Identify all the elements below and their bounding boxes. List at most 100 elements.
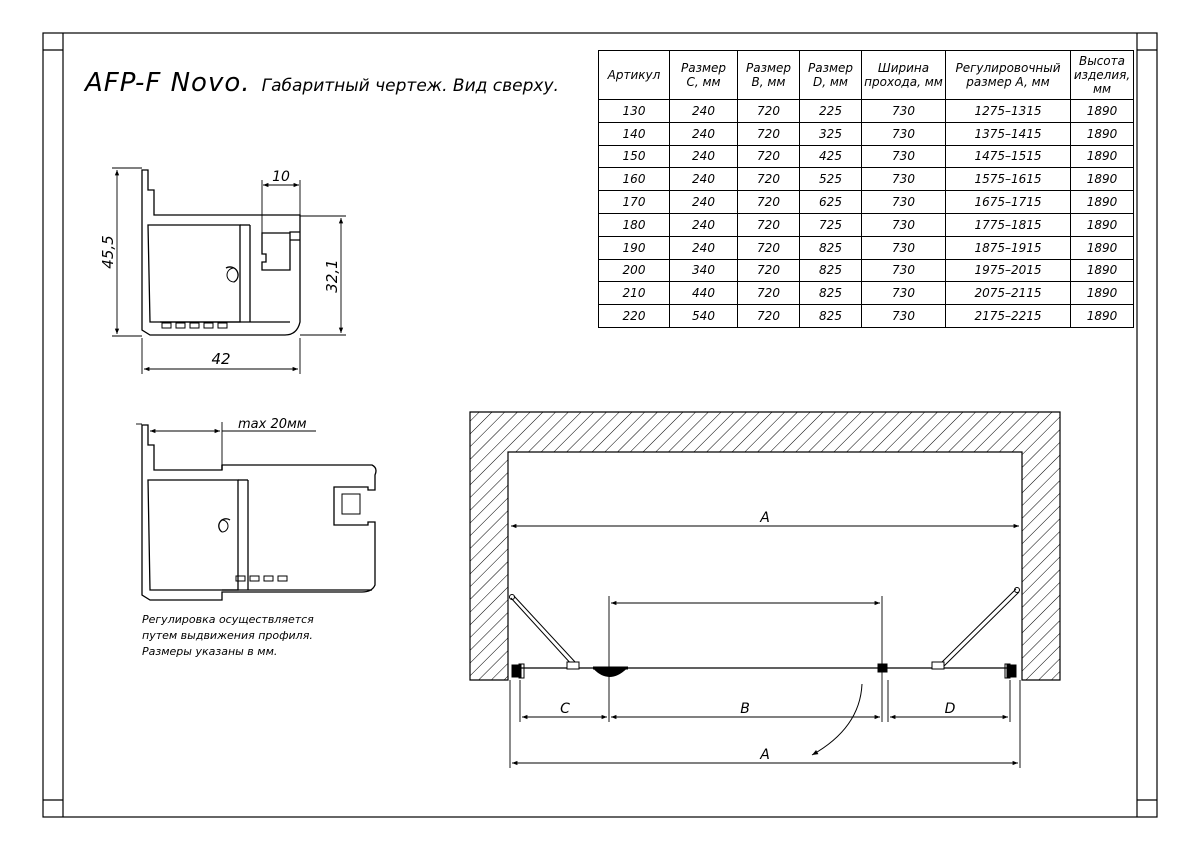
header-line: Ширина xyxy=(877,61,930,75)
table-cell: 625 xyxy=(799,190,862,214)
table-cell: 1890 xyxy=(1070,212,1134,237)
table-cell: 240 xyxy=(669,167,738,192)
plan-label-b: B xyxy=(740,701,750,717)
table-cell: 180 xyxy=(598,212,670,237)
table-cell: 825 xyxy=(799,281,862,306)
table-cell: 225 xyxy=(799,99,862,123)
header-line: мм xyxy=(1092,82,1112,96)
table-cell: 150 xyxy=(598,144,670,169)
header-line: Размер xyxy=(807,61,854,75)
drawing-frame xyxy=(42,32,1158,818)
profile-section-extended xyxy=(141,424,377,601)
header-line: Размер xyxy=(745,61,792,75)
table-cell: 1575–1615 xyxy=(945,167,1071,192)
header-line: Регулировочный xyxy=(955,61,1061,75)
dim-label-height: 45,5 xyxy=(99,235,117,268)
table-cell: 720 xyxy=(737,144,800,169)
table-cell: 1875–1915 xyxy=(945,235,1071,260)
plan-dimensions xyxy=(509,523,1021,768)
table-cell: 440 xyxy=(669,281,738,306)
table-cell: 730 xyxy=(861,144,946,169)
note-line: Размеры указаны в мм. xyxy=(142,645,278,658)
dim-label-max-extension: max 20мм xyxy=(238,417,307,432)
table-cell: 825 xyxy=(799,258,862,283)
table-cell: 720 xyxy=(737,304,800,328)
table-cell: 240 xyxy=(669,212,738,237)
header-line: Высота xyxy=(1079,54,1125,68)
table-cell: 730 xyxy=(861,167,946,192)
plan-label-a-top: A xyxy=(759,510,770,526)
table-cell: 720 xyxy=(737,99,800,123)
table-cell: 325 xyxy=(799,121,862,146)
table-cell: 730 xyxy=(861,190,946,214)
table-cell: 730 xyxy=(861,258,946,283)
table-cell: 1890 xyxy=(1070,167,1134,192)
table-header-cell: Артикул xyxy=(598,50,670,100)
table-cell: 1890 xyxy=(1070,281,1134,306)
header-line: B, мм xyxy=(751,75,786,89)
table-cell: 1890 xyxy=(1070,235,1134,260)
drawing-subtitle: Габаритный чертеж. Вид сверху. xyxy=(261,76,559,96)
table-cell: 720 xyxy=(737,281,800,306)
table-cell: 240 xyxy=(669,99,738,123)
adjustment-note: Регулировка осуществляется путем выдвиже… xyxy=(142,612,314,660)
drawing-title: AFP-F Novo. Габаритный чертеж. Вид сверх… xyxy=(85,68,559,98)
table-cell: 730 xyxy=(861,281,946,306)
header-line: Размер xyxy=(680,61,727,75)
table-cell: 1675–1715 xyxy=(945,190,1071,214)
table-cell: 200 xyxy=(598,258,670,283)
table-cell: 720 xyxy=(737,212,800,237)
dim-label-inner-height: 32,1 xyxy=(323,259,341,292)
table-cell: 1890 xyxy=(1070,304,1134,328)
table-cell: 240 xyxy=(669,144,738,169)
header-line: прохода, мм xyxy=(864,75,943,89)
table-cell: 240 xyxy=(669,190,738,214)
table-cell: 1890 xyxy=(1070,144,1134,169)
header-line: Артикул xyxy=(607,68,661,82)
table-cell: 540 xyxy=(669,304,738,328)
table-cell: 825 xyxy=(799,235,862,260)
table-cell: 525 xyxy=(799,167,862,192)
header-line: C, мм xyxy=(686,75,721,89)
table-cell: 720 xyxy=(737,258,800,283)
table-cell: 240 xyxy=(669,235,738,260)
table-cell: 730 xyxy=(861,212,946,237)
table-cell: 720 xyxy=(737,235,800,260)
profile-dimensions-2 xyxy=(136,422,316,465)
table-cell: 1275–1315 xyxy=(945,99,1071,123)
table-cell: 1475–1515 xyxy=(945,144,1071,169)
table-cell: 170 xyxy=(598,190,670,214)
profile-section-closed xyxy=(141,169,301,336)
table-cell: 1775–1815 xyxy=(945,212,1071,237)
table-cell: 240 xyxy=(669,121,738,146)
note-line: Регулировка осуществляется xyxy=(142,613,314,626)
table-cell: 140 xyxy=(598,121,670,146)
table-cell: 1375–1415 xyxy=(945,121,1071,146)
header-line: изделия, xyxy=(1073,68,1131,82)
table-cell: 1890 xyxy=(1070,121,1134,146)
table-cell: 130 xyxy=(598,99,670,123)
table-cell: 220 xyxy=(598,304,670,328)
table-cell: 720 xyxy=(737,190,800,214)
table-cell: 2175–2215 xyxy=(945,304,1071,328)
header-line: размер A, мм xyxy=(966,75,1050,89)
table-cell: 825 xyxy=(799,304,862,328)
dim-label-width: 42 xyxy=(211,350,230,368)
table-cell: 190 xyxy=(598,235,670,260)
table-cell: 1975–2015 xyxy=(945,258,1071,283)
